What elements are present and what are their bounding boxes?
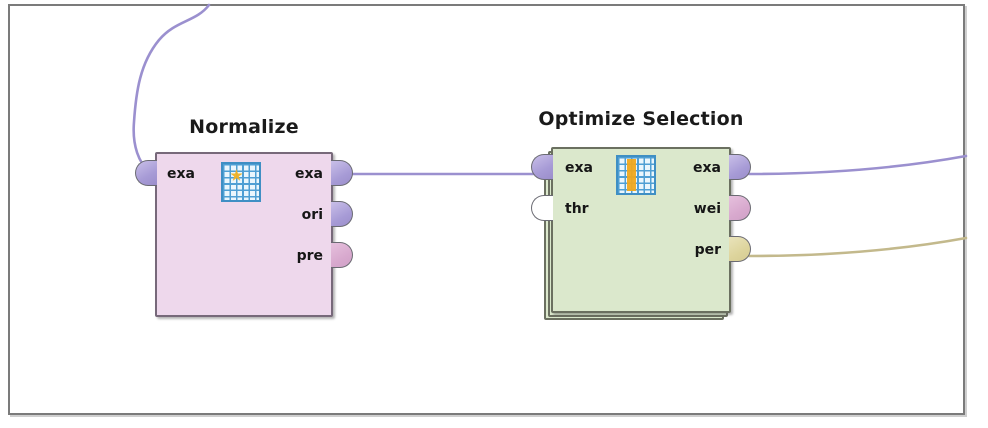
port-label-optimize-out-exa: exa xyxy=(693,160,721,176)
port-normalize-out-pre[interactable] xyxy=(331,242,353,268)
port-label-optimize-out-per: per xyxy=(694,242,721,258)
port-normalize-out-ori[interactable] xyxy=(331,201,353,227)
star-mark xyxy=(230,169,243,181)
port-label-optimize-in-exa: exa xyxy=(565,160,593,176)
optimize-grid-bar-icon xyxy=(616,155,656,195)
operator-title-normalize: Normalize xyxy=(189,116,299,138)
port-normalize-out-exa[interactable] xyxy=(331,160,353,186)
canvas-frame xyxy=(8,4,965,415)
operator-node-optimize-selection[interactable]: Optimize Selection exa thr exa wei per xyxy=(531,108,751,320)
port-label-optimize-in-thr: thr xyxy=(565,201,589,217)
operator-title-optimize-selection: Optimize Selection xyxy=(538,108,744,130)
port-optimize-in-thr[interactable] xyxy=(531,195,553,221)
operator-node-normalize[interactable]: Normalize exa exa ori pre xyxy=(135,116,353,317)
port-optimize-out-wei[interactable] xyxy=(729,195,751,221)
port-optimize-in-exa[interactable] xyxy=(531,154,553,180)
normalize-grid-star-icon xyxy=(221,162,261,202)
port-label-normalize-out-pre: pre xyxy=(296,248,323,264)
port-label-optimize-out-wei: wei xyxy=(693,201,721,217)
port-label-normalize-in-exa: exa xyxy=(167,166,195,182)
port-label-normalize-out-ori: ori xyxy=(301,207,323,223)
port-label-normalize-out-exa: exa xyxy=(295,166,323,182)
bar-mark xyxy=(627,159,636,191)
port-normalize-in-exa[interactable] xyxy=(135,160,157,186)
